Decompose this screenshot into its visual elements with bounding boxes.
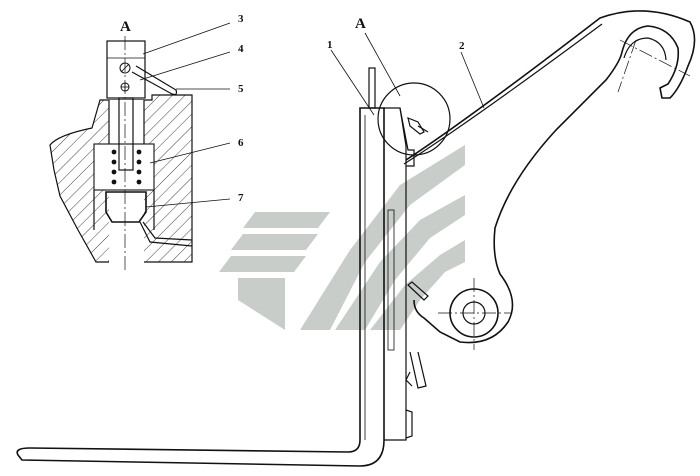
view-marker-a: A: [355, 16, 366, 32]
callout-5: 5: [238, 83, 244, 95]
main-view: A 1 2: [16, 10, 696, 467]
callout-1: 1: [327, 39, 333, 51]
callout-3: 3: [238, 13, 244, 25]
detail-view-a: A: [49, 13, 244, 272]
callout-7: 7: [238, 192, 244, 204]
callout-4: 4: [238, 43, 244, 55]
callout-2: 2: [459, 40, 465, 52]
spring: [111, 149, 142, 185]
detail-view-title: A: [120, 19, 131, 35]
hook-arm: [405, 10, 696, 344]
watermark-logo: [219, 145, 465, 330]
detail-circle-a: [377, 82, 451, 156]
fork-tine: [16, 107, 385, 467]
callout-6: 6: [238, 137, 244, 149]
